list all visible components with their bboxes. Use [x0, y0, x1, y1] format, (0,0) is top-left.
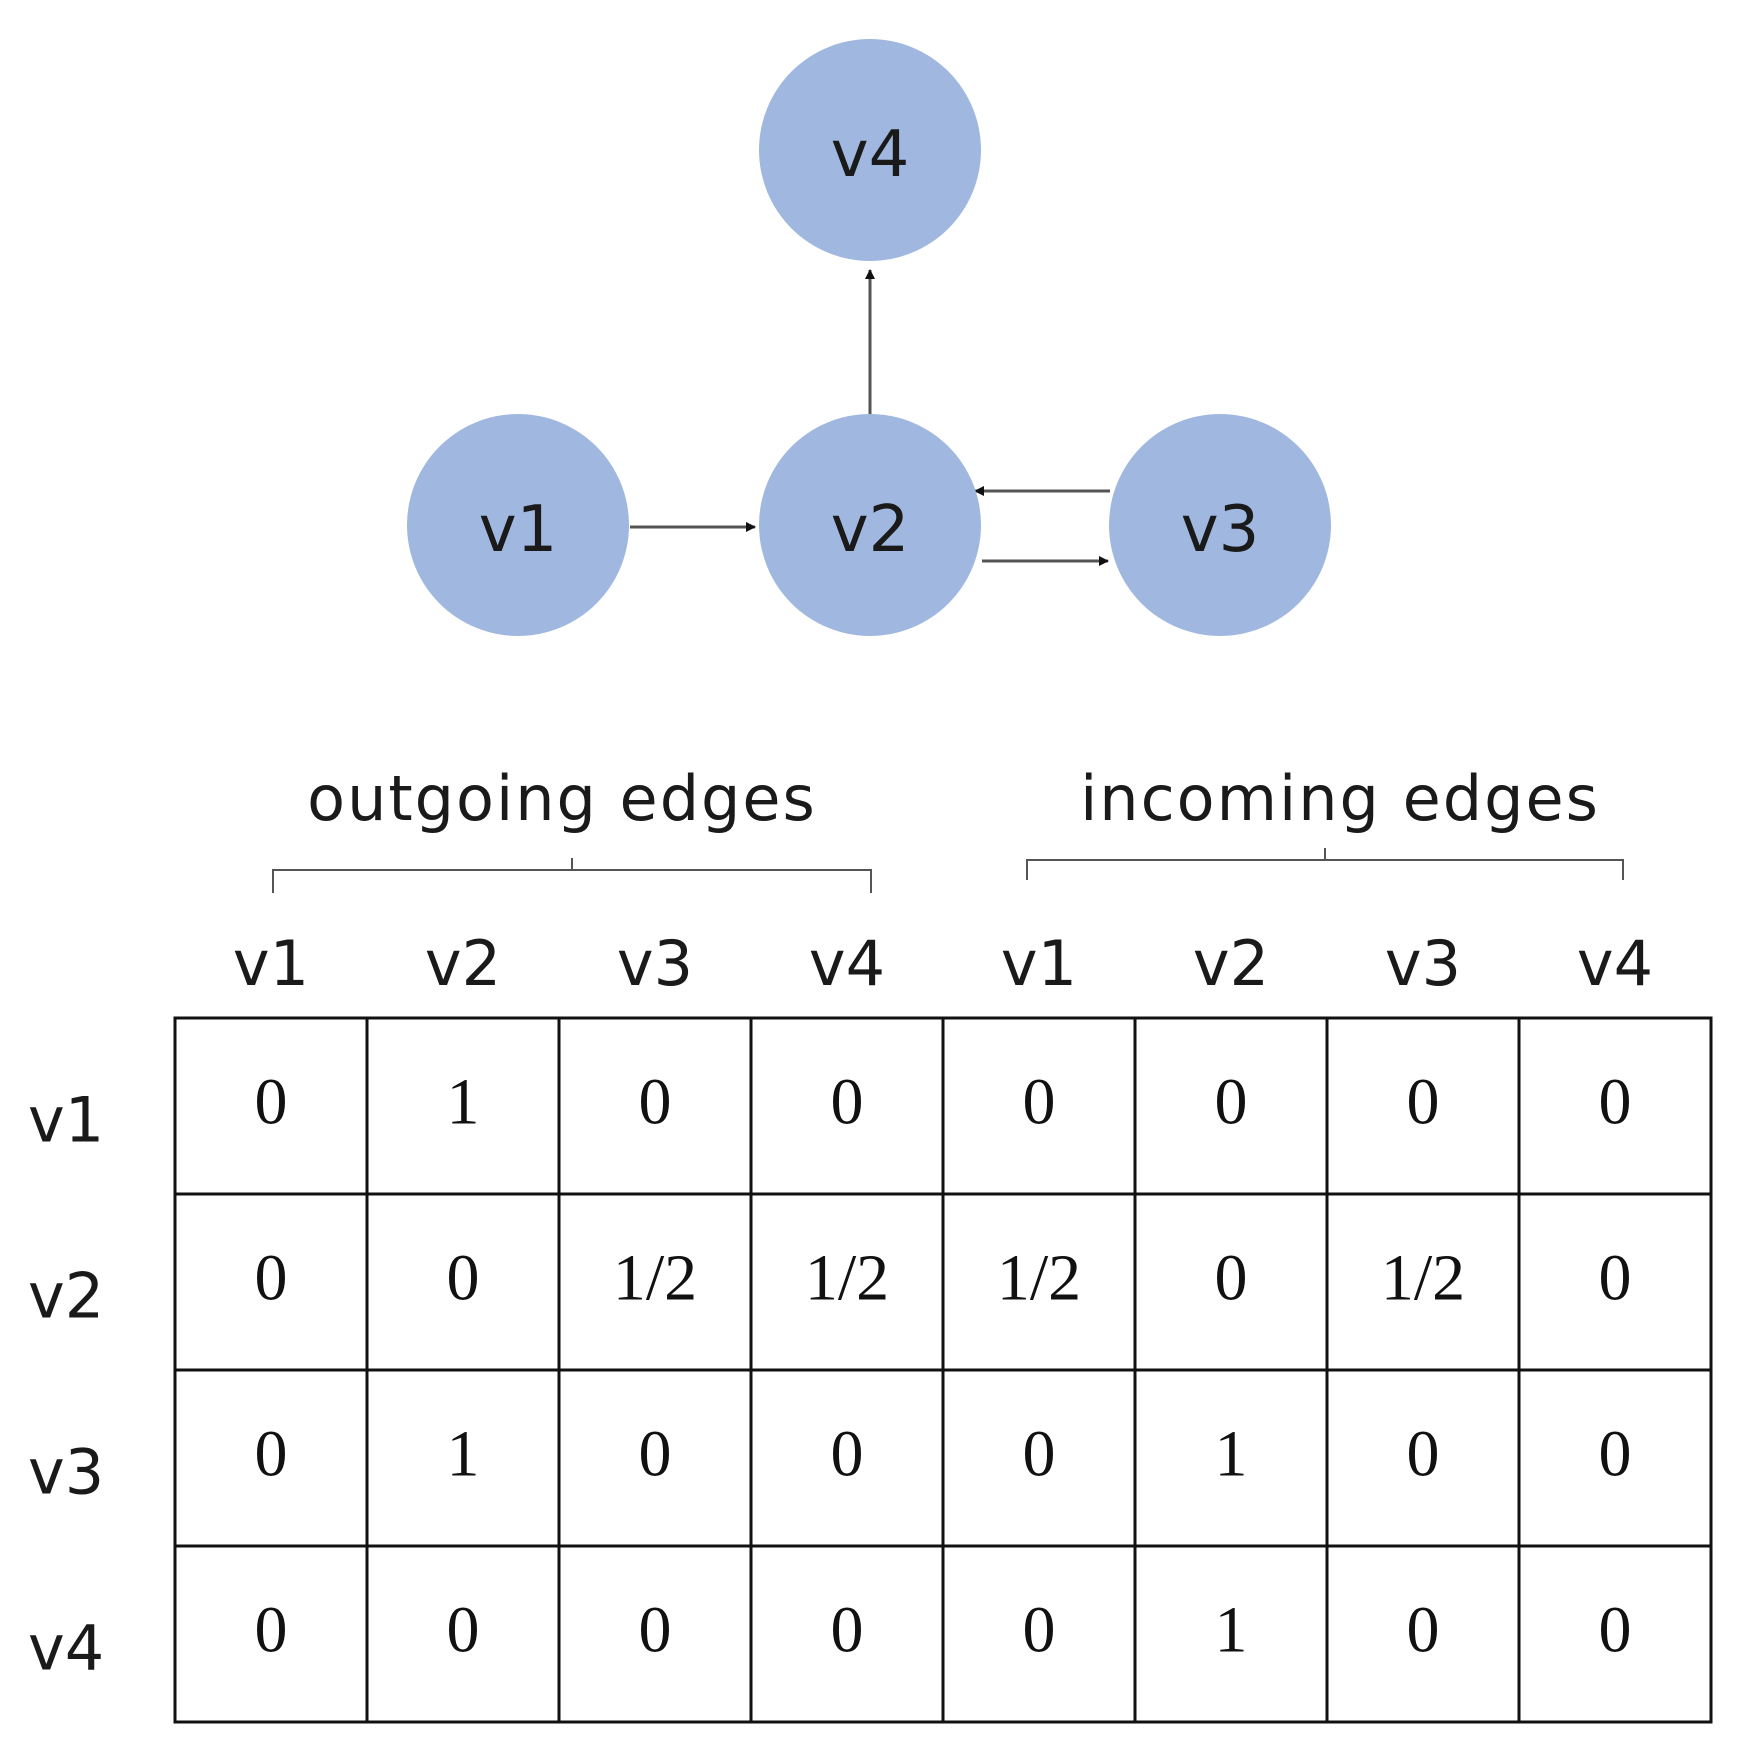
matrix-cell-value: 1	[447, 1418, 480, 1491]
node-v2-circle	[759, 414, 981, 636]
matrix-cell	[1133, 1368, 1329, 1548]
matrix-cell	[365, 1016, 561, 1196]
column-header: v4	[809, 927, 885, 1000]
row-header: v1	[28, 1084, 104, 1157]
matrix-cell-value: 0	[255, 1242, 288, 1315]
matrix-cell-value: 1/2	[613, 1242, 697, 1315]
matrix-cell	[941, 1544, 1137, 1724]
matrix-cell-value: 0	[831, 1594, 864, 1667]
node-v1-label: v1	[479, 493, 558, 567]
matrix-cell-value: 0	[831, 1066, 864, 1139]
matrix-cell-value: 0	[1599, 1242, 1632, 1315]
matrix-cell-value: 0	[1215, 1066, 1248, 1139]
matrix-cell-value: 0	[447, 1242, 480, 1315]
matrix-cell	[1517, 1544, 1713, 1724]
matrix-cell-value: 0	[1599, 1594, 1632, 1667]
incoming-brace	[1026, 848, 1624, 880]
matrix-cell-value: 0	[1599, 1418, 1632, 1491]
matrix-cell-value: 0	[1407, 1066, 1440, 1139]
matrix-cell	[557, 1192, 753, 1372]
matrix-cell-value: 0	[255, 1594, 288, 1667]
matrix-cell-value: 0	[447, 1594, 480, 1667]
matrix-cell-value: 0	[1215, 1242, 1248, 1315]
matrix-cell-value: 0	[1023, 1594, 1056, 1667]
matrix-cell	[1517, 1368, 1713, 1548]
node-v4: v4	[759, 39, 981, 261]
column-headers: v1 v2 v3 v4 v1 v2 v3 v4	[233, 927, 1653, 1000]
matrix-cell	[1133, 1544, 1329, 1724]
outgoing-brace	[272, 858, 872, 893]
matrix-cell-value: 0	[831, 1418, 864, 1491]
column-header: v3	[1385, 927, 1461, 1000]
node-v3-label: v3	[1181, 493, 1260, 567]
column-header: v2	[1193, 927, 1269, 1000]
matrix-cell-value: 1	[1215, 1418, 1248, 1491]
node-v4-label: v4	[831, 118, 910, 192]
matrix-cell	[557, 1368, 753, 1548]
matrix-cell-value: 0	[1023, 1418, 1056, 1491]
matrix-cell-value: 0	[1599, 1066, 1632, 1139]
column-header: v4	[1577, 927, 1653, 1000]
matrix-cell-value: 1/2	[805, 1242, 889, 1315]
outgoing-edges-label: outgoing edges	[307, 762, 817, 835]
column-header: v1	[233, 927, 309, 1000]
matrix-cell	[365, 1192, 561, 1372]
matrix-cell-value: 1/2	[1381, 1242, 1465, 1315]
matrix-cell-value: 0	[639, 1066, 672, 1139]
matrix-cell	[749, 1544, 945, 1724]
adjacency-matrix: 0 1 0 0 0 0 0 0 0 0 1/2 1/2 1/2 0 1/2 0 0 1 0 0 0 1 0 0 0 0 0 0 0 1 0 0	[173, 1016, 1713, 1724]
matrix-cell	[365, 1368, 561, 1548]
edge-group	[630, 269, 1110, 566]
matrix-cell	[173, 1544, 369, 1724]
row-header: v3	[28, 1436, 104, 1509]
matrix-cell	[749, 1192, 945, 1372]
matrix-cell	[749, 1016, 945, 1196]
column-header: v1	[1001, 927, 1077, 1000]
node-v4-circle	[759, 39, 981, 261]
row-header: v4	[28, 1612, 104, 1685]
node-v3: v3	[1109, 414, 1331, 636]
row-headers: v1 v2 v3 v4	[28, 1084, 104, 1685]
matrix-cell-value: 0	[1407, 1418, 1440, 1491]
matrix-cell-value: 1	[1215, 1594, 1248, 1667]
matrix-cell	[941, 1016, 1137, 1196]
matrix-cell	[173, 1192, 369, 1372]
incoming-edges-label: incoming edges	[1080, 762, 1600, 835]
matrix-cell	[1133, 1192, 1329, 1372]
matrix-cell-value: 1/2	[997, 1242, 1081, 1315]
matrix-cell	[1517, 1016, 1713, 1196]
node-v1-circle	[407, 414, 629, 636]
column-header: v3	[617, 927, 693, 1000]
matrix-cell-value: 0	[639, 1594, 672, 1667]
row-header: v2	[28, 1260, 104, 1333]
matrix-cell-value: 0	[255, 1418, 288, 1491]
matrix-cell	[749, 1368, 945, 1548]
matrix-cell	[941, 1368, 1137, 1548]
matrix-cell-value: 1	[447, 1066, 480, 1139]
node-v2-label: v2	[831, 493, 910, 567]
node-v2: v2	[759, 414, 981, 636]
matrix-cell	[941, 1192, 1137, 1372]
node-v3-circle	[1109, 414, 1331, 636]
matrix-cell	[173, 1016, 369, 1196]
matrix-cell-value: 0	[255, 1066, 288, 1139]
matrix-cell-value: 0	[1023, 1066, 1056, 1139]
node-v1: v1	[407, 414, 629, 636]
matrix-cell-value: 0	[639, 1418, 672, 1491]
matrix-cell	[1325, 1192, 1521, 1372]
matrix-cell	[1325, 1544, 1521, 1724]
matrix-cell	[1517, 1192, 1713, 1372]
matrix-cell-value: 0	[1407, 1594, 1440, 1667]
column-header: v2	[425, 927, 501, 1000]
